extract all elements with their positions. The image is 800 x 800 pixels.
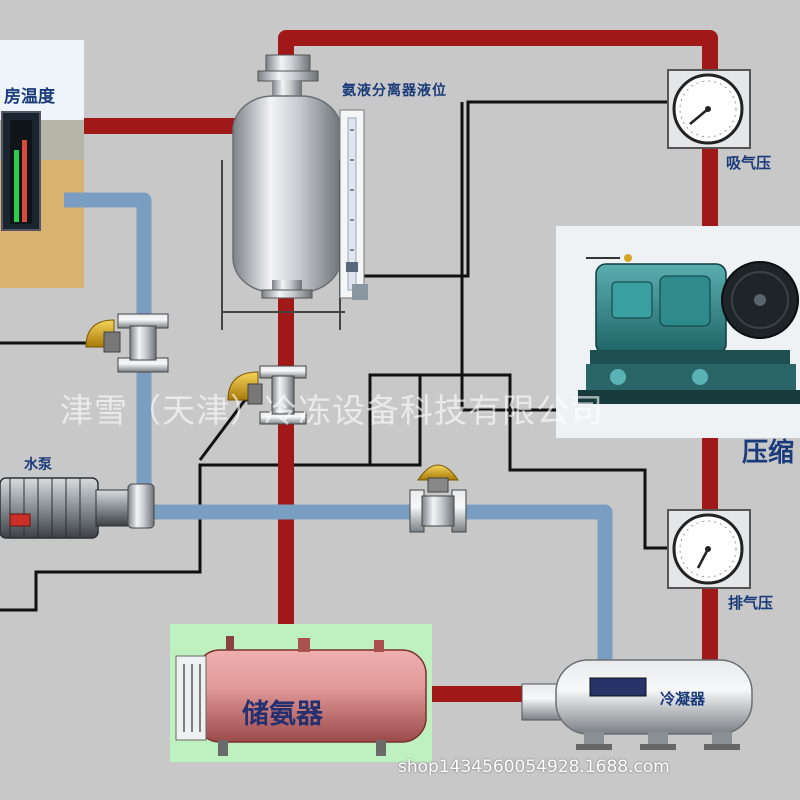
level-indicator-icon[interactable] <box>339 109 368 300</box>
company-watermark: 津雪（天津）冷冻设备科技有限公司 <box>60 391 604 430</box>
liquid-separator[interactable] <box>221 54 345 330</box>
signal-wires <box>0 100 668 612</box>
separator-level-label: 氨液分离器液位 <box>342 83 447 99</box>
discharge-pressure-gauge-icon[interactable] <box>667 509 751 589</box>
compressor-label: 压缩 <box>742 438 795 468</box>
room-temperature-label: 房温度 <box>4 87 55 107</box>
solenoid-valve-icon-middle[interactable] <box>227 365 307 425</box>
discharge-pressure-label: 排气压 <box>728 594 774 612</box>
condenser-label: 冷凝器 <box>660 690 706 708</box>
room-temperature-panel[interactable] <box>0 40 84 288</box>
ammonia-receiver[interactable] <box>170 624 432 762</box>
water-pump[interactable] <box>0 477 155 539</box>
shop-url: shop1434560054928.1688.com <box>398 757 670 777</box>
solenoid-valve-icon-water[interactable] <box>409 464 467 533</box>
temperature-bar-green <box>14 150 19 222</box>
solenoid-valve-icon-left[interactable] <box>85 313 169 373</box>
temperature-bar-red <box>22 140 27 222</box>
water-pump-label: 水泵 <box>24 457 52 473</box>
condenser[interactable] <box>521 659 753 750</box>
water-pipes <box>64 192 613 665</box>
condenser-display <box>589 677 647 697</box>
suction-pressure-label: 吸气压 <box>726 154 772 172</box>
compressor-unit[interactable] <box>556 226 800 438</box>
receiver-label: 储氨器 <box>242 699 323 730</box>
suction-pressure-gauge-icon[interactable] <box>667 69 751 149</box>
refrigerant-pipes <box>84 30 718 702</box>
